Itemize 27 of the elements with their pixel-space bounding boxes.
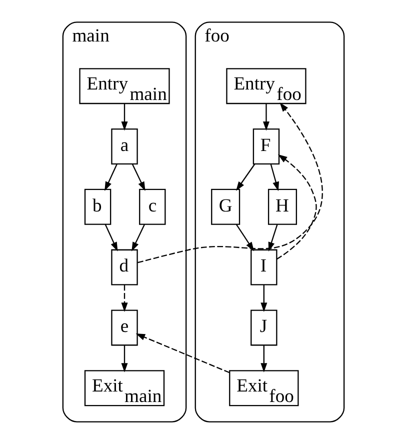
arrow — [131, 164, 145, 191]
arrow — [135, 334, 230, 374]
arrow — [236, 164, 255, 191]
node-box: J — [250, 310, 277, 346]
node-box: F — [252, 128, 280, 164]
arrow — [104, 164, 117, 191]
node-box: a — [110, 128, 138, 164]
arrow — [137, 102, 322, 264]
arrow — [260, 345, 267, 372]
arrow — [131, 224, 144, 252]
arrow — [120, 345, 128, 372]
arrow — [235, 224, 254, 252]
arrow — [270, 164, 279, 192]
arrow — [276, 154, 316, 260]
node-box: b — [84, 188, 111, 225]
arrow — [260, 284, 267, 312]
node-box: G — [210, 188, 240, 225]
arrow — [262, 104, 269, 131]
node-box: e — [110, 310, 138, 346]
arrow — [120, 104, 128, 131]
arrow — [268, 224, 278, 252]
node-box: d — [110, 249, 138, 286]
node-box: I — [250, 249, 277, 286]
node-box: H — [267, 188, 296, 225]
arrow — [104, 224, 118, 252]
arrow — [120, 284, 128, 312]
node-box: c — [138, 188, 166, 225]
